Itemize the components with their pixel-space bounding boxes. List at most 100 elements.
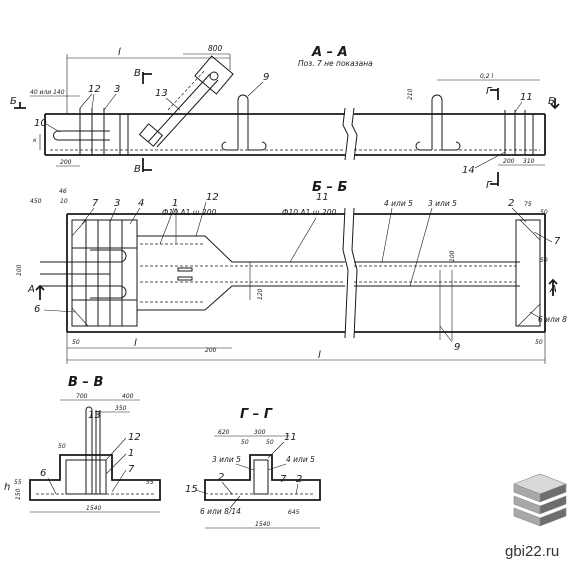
leader-14-aa [474,151,506,169]
pos-7-vv: 7 [128,464,135,475]
loop-left-bottom [40,273,127,299]
logo-slab-1-right [539,483,567,503]
gg-dim-620: 620 [218,429,230,436]
corner-tr [519,219,541,241]
corner-br [517,303,541,327]
pos-3-bb: 3 [114,198,120,209]
mark-v-bottom: В [134,164,141,175]
end-block-left [71,219,138,327]
loop-9a [226,94,262,151]
vv-dim-55-r: 55 [146,479,154,486]
rib-ticks [249,262,453,340]
loop-9b [420,94,456,151]
corner-bl [71,307,89,327]
leader-2-bb [511,207,527,223]
gg-dim-1540: 1540 [255,521,270,528]
mark-v-top: В [134,68,141,79]
dim-310: 310 [523,158,535,165]
pos-9-aa: 9 [263,72,269,83]
pos-1-vv: 1 [128,448,134,459]
pos-3-aa: 3 [114,84,120,95]
pos-13-vv: 13 [88,410,101,421]
pos-14-aa: 14 [462,165,475,176]
break-bb-1 [342,207,349,339]
dim-50-a: 50 [540,209,548,216]
vv-loop-top [85,406,93,411]
vv-dim-400: 400 [122,393,134,400]
section-vv-title: В – В [68,375,103,390]
leader-2-gg [221,481,233,495]
vv-dim-55-l: 55 [14,479,22,486]
leader-11-gg [267,441,285,459]
section-bb-title: Б – Б [312,180,347,195]
pos-12-vv: 12 [128,432,141,443]
leader-4-bb [129,207,141,225]
end-block-right [515,219,541,327]
dim-450: 450 [30,198,42,205]
dim-180: 100 [16,264,23,276]
pos-3or5-bb: 3 или 5 [428,199,457,208]
leader-1-bb-a [159,207,175,245]
break-line-aa-2 [351,107,358,161]
loop-9b-hooks [415,141,461,151]
dim-200-right: 200 [503,158,515,165]
leader-11-bb [289,217,317,263]
pos-1-bb: 1 [172,198,178,209]
vv-dim-1540: 1540 [86,505,101,512]
vv-dim-350: 350 [115,405,127,412]
pos-4or5-gg: 4 или 5 [286,455,315,464]
lifting-centerline [167,69,206,111]
leader-12-aa-a [79,93,93,109]
dim-100: 100 [449,250,456,262]
vv-outline [29,454,161,501]
pos-2-gg-r: 2 [296,474,302,485]
leader-15-gg [195,489,209,495]
dim-210: 210 [407,88,414,100]
leader-9-aa [247,81,264,97]
leader-1-vv [105,453,127,475]
rib-outline-r [354,261,520,287]
mark-a-left-arrow [35,284,45,300]
leader-12-aa-b [91,93,95,109]
mark-b-left-arrow [14,102,26,109]
dim-0z2l: 0,2 l [480,73,493,80]
dim-l-label: l [118,47,121,58]
lifting-hole [209,71,219,81]
break-bb-2 [351,207,358,339]
logo-slab-2-right [539,495,567,515]
leader-4or5-bb [381,207,393,263]
loop-left-top [40,249,127,263]
leader-4or5-gg [267,463,287,471]
leader-12-vv [105,437,127,461]
leader-6-vv [47,477,57,495]
pos-2-bb: 2 [508,198,514,209]
mark-g-top-arrow [490,88,499,100]
vv-dim-700: 700 [76,393,88,400]
mark-v-top-arrow [142,72,152,84]
dim-800-label: 800 [208,44,223,53]
vv-loop-13 [95,410,101,494]
mark-b-left: Б [10,96,17,107]
pos-6or8-bb: 6 или 8 [538,315,567,324]
gg-dim-645: 645 [288,509,300,516]
vv-dim-h: h [4,482,10,493]
leader-3or5-bb [409,207,433,287]
pos-4or5-bb: 4 или 5 [384,199,413,208]
section-gg: Г – Г 620 300 50 50 1540 645 11 3 или 5 … [185,407,321,529]
leader-6or8-gg [229,495,241,509]
dim-bb-50-l: 50 [72,339,80,346]
section-aa-note: Поз. 7 не показана [298,59,373,68]
leader-10-aa [45,123,61,133]
gg-dim-50-b: 50 [266,439,274,446]
pos-2-gg: 2 [218,472,224,483]
leader-12-bb [195,201,207,237]
pos-10-aa: 10 [34,118,47,129]
pos-4-bb: 4 [138,198,144,209]
leader-6-bb [43,309,77,313]
section-vv: В – В 700 400 350 1540 55 55 h 150 50 13… [4,375,161,513]
slot-a [177,267,193,272]
mark-g-top: Г [486,86,493,97]
dim-120: 120 [257,288,264,300]
pos-11-gg: 11 [284,432,297,443]
